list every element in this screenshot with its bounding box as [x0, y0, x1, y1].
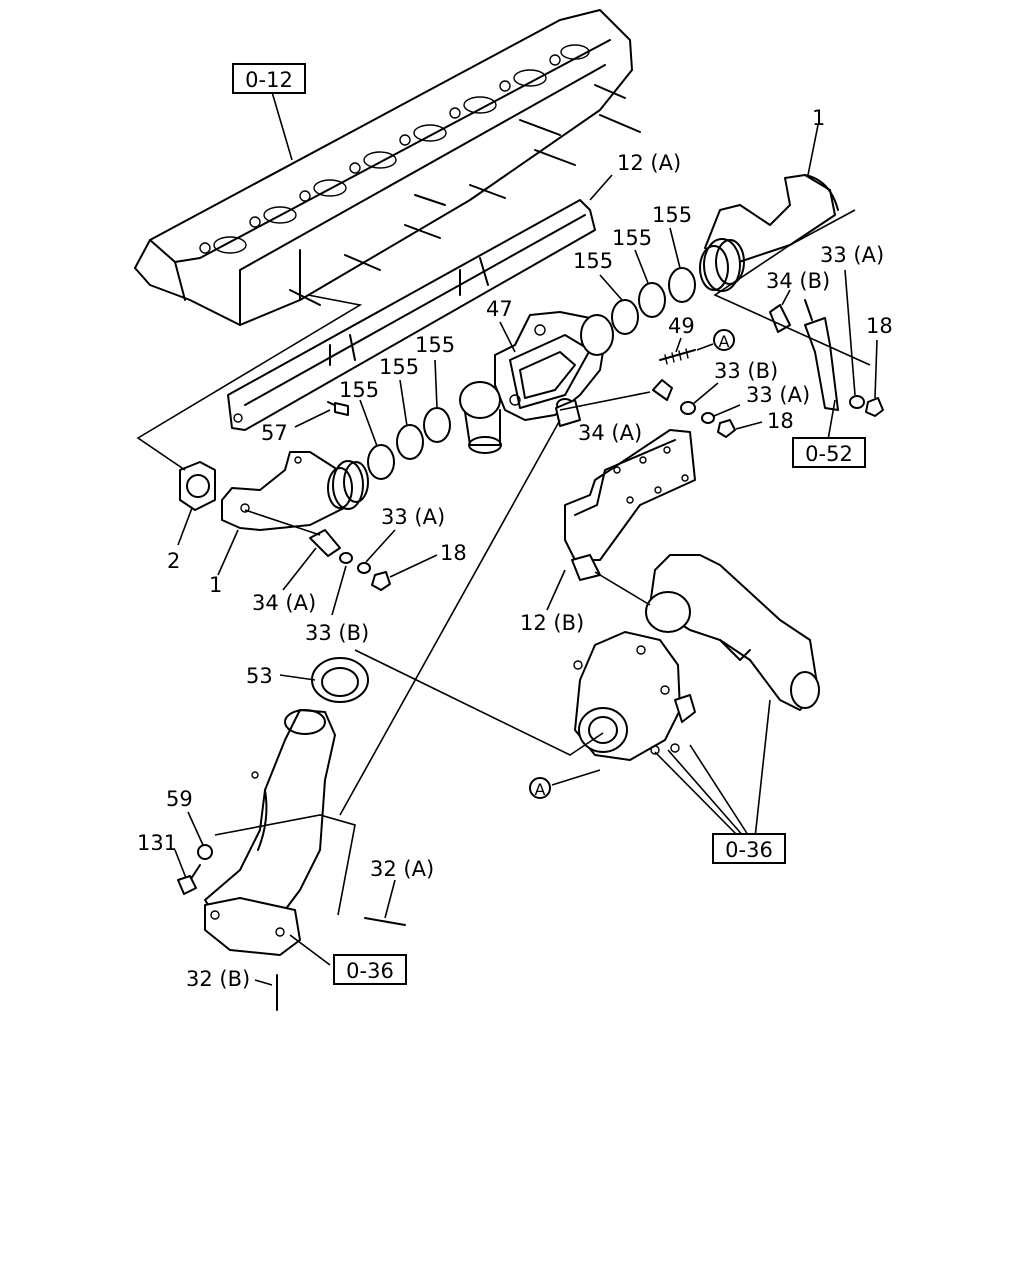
label-34a-left: 34 (A) — [252, 591, 316, 615]
label-33a-mid: 33 (A) — [746, 383, 810, 407]
label-1-top: 1 — [812, 106, 825, 130]
ref-box-0-36-pump — [712, 833, 786, 864]
heat-shield-upper — [227, 199, 596, 431]
head-bolt-holes — [199, 44, 590, 254]
ref-0-36-pump: 0-36 — [725, 838, 773, 862]
mark-a-bottom: A — [535, 780, 546, 799]
heat-shield-lower — [564, 429, 696, 581]
label-33b-left: 33 (B) — [305, 621, 369, 645]
mark-a-bottom-circle — [529, 777, 551, 799]
stud-49 — [659, 348, 696, 365]
pipe-53-assembly — [204, 657, 369, 956]
label-131: 131 — [137, 831, 177, 855]
mark-a-top-circle — [713, 329, 735, 351]
label-33a-top: 33 (A) — [820, 243, 884, 267]
label-155-6: 155 — [339, 378, 379, 402]
label-18-top: 18 — [866, 314, 893, 338]
leader-lines — [136, 91, 878, 986]
label-59: 59 — [166, 787, 193, 811]
o-rings-155 — [367, 267, 696, 480]
housing-47 — [494, 311, 614, 421]
manifold-pipe-left — [221, 451, 369, 531]
ref-0-36-pipe: 0-36 — [346, 959, 394, 983]
label-155-4: 155 — [415, 333, 455, 357]
spacers-left — [309, 529, 391, 591]
label-1-left: 1 — [209, 573, 222, 597]
turbocharger — [573, 554, 820, 761]
label-155-1: 155 — [652, 203, 692, 227]
label-34a-mid: 34 (A) — [578, 421, 642, 445]
label-53: 53 — [246, 664, 273, 688]
label-12b: 12 (B) — [520, 611, 584, 635]
label-155-2: 155 — [612, 226, 652, 250]
ref-0-12: 0-12 — [245, 68, 293, 92]
label-57: 57 — [261, 421, 288, 445]
label-47: 47 — [486, 297, 513, 321]
ref-box-0-12 — [232, 63, 306, 94]
label-32b: 32 (B) — [186, 967, 250, 991]
label-18-mid: 18 — [767, 409, 794, 433]
head-studs — [289, 84, 641, 306]
label-12a: 12 (A) — [617, 151, 681, 175]
label-32a: 32 (A) — [370, 857, 434, 881]
bolt-131 — [177, 864, 201, 895]
spacers-mid — [555, 379, 736, 438]
label-33a-left: 33 (A) — [381, 505, 445, 529]
mark-a-top: A — [719, 332, 730, 351]
label-18-left: 18 — [440, 541, 467, 565]
ref-0-52: 0-52 — [805, 442, 853, 466]
spacers-upper-right — [769, 299, 884, 417]
label-155-3: 155 — [573, 249, 613, 273]
bolt-57 — [327, 401, 349, 416]
callout-labels: 0-12 0-52 0-36 0-36 1 1 2 12 (A) 12 (B) … — [137, 63, 893, 991]
label-155-5: 155 — [379, 355, 419, 379]
ref-box-0-36-pipe — [333, 954, 407, 985]
washer-59 — [197, 844, 213, 860]
label-33b-mid: 33 (B) — [714, 359, 778, 383]
manifold-pipe-upper — [699, 174, 839, 292]
sleeve-ring — [459, 381, 502, 454]
label-2: 2 — [167, 549, 180, 573]
ref-box-0-52 — [792, 437, 866, 468]
stud-32a — [364, 917, 406, 926]
gasket-2 — [179, 461, 216, 511]
label-34b: 34 (B) — [766, 269, 830, 293]
label-49: 49 — [668, 314, 695, 338]
cylinder-head — [134, 9, 641, 326]
